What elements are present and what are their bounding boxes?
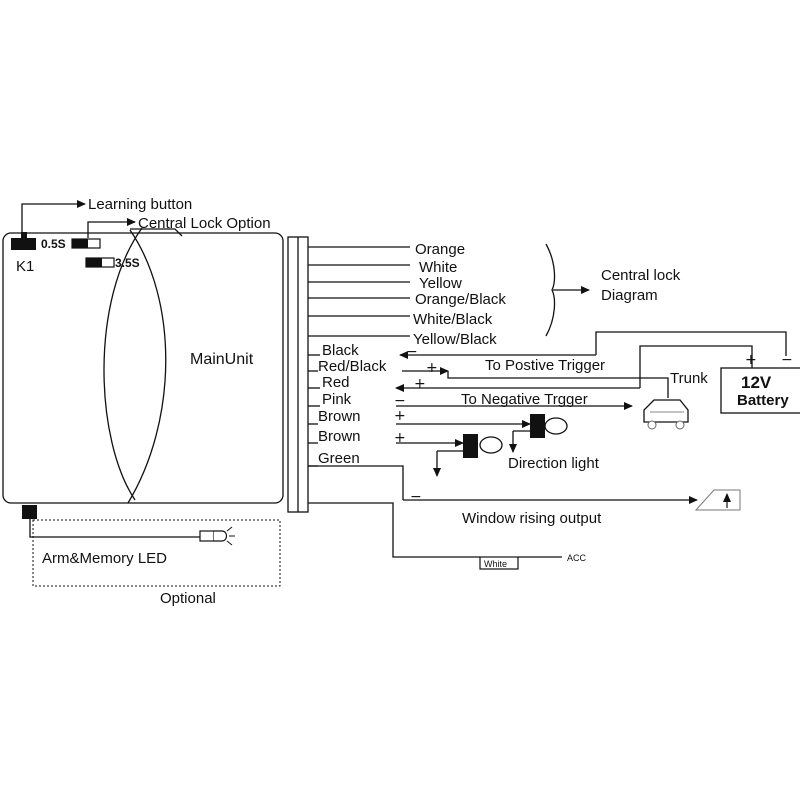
- pink-wire: Pink − To Negative Trgger: [308, 391, 633, 410]
- wire-label-pink: Pink: [322, 391, 352, 408]
- acc-label: ACC: [567, 553, 587, 563]
- battery-voltage: 12V: [741, 373, 772, 392]
- acc-wire: White ACC: [308, 502, 587, 570]
- central-lock-brace: [545, 243, 556, 337]
- brown-wire-1: Brown +: [308, 408, 568, 453]
- wire-connector: [287, 236, 309, 513]
- optional-box: [32, 519, 281, 587]
- green-polarity: −: [410, 489, 422, 505]
- main-unit: MainUnit: [2, 227, 284, 504]
- wire-label-white-black: White/Black: [413, 311, 493, 328]
- switch-0-5s[interactable]: [72, 239, 88, 248]
- direction-light-bulb-1: [530, 414, 545, 438]
- direction-light-label: Direction light: [508, 455, 600, 472]
- wire-label-red: Red: [322, 374, 350, 391]
- k1-button[interactable]: [11, 238, 36, 250]
- led-section: Arm&Memory LED Optional: [22, 505, 281, 607]
- central-lock-diagram-line1: Central lock: [601, 267, 681, 284]
- red-wire: Red +: [308, 345, 753, 392]
- wire-label-white: White: [419, 259, 457, 276]
- brown-2-polarity: +: [394, 430, 406, 446]
- wire-label-brown-2: Brown: [318, 428, 361, 445]
- led-connector: [22, 505, 37, 519]
- black-wire: Black −: [308, 331, 787, 360]
- optional-label: Optional: [160, 590, 216, 607]
- central-lock-option-label: Central Lock Option: [138, 215, 271, 232]
- wire-label-yellow: Yellow: [419, 275, 462, 292]
- switch-3-5s-label: 3.5S: [115, 256, 140, 270]
- learning-button-label: Learning button: [88, 196, 192, 213]
- window-rising-label: Window rising output: [462, 510, 602, 527]
- main-unit-label: MainUnit: [190, 351, 254, 368]
- direction-light-bulb-2: [463, 434, 478, 458]
- battery-minus: −: [781, 352, 793, 368]
- wire-label-green: Green: [318, 450, 360, 467]
- wire-label-yellow-black: Yellow/Black: [413, 331, 497, 348]
- central-lock-diagram-line2: Diagram: [601, 287, 658, 304]
- red-black-polarity: +: [426, 360, 438, 376]
- battery-plus: +: [745, 352, 757, 368]
- led-label: Arm&Memory LED: [42, 550, 167, 567]
- switch-3-5s[interactable]: [86, 258, 102, 267]
- trunk-label: Trunk: [670, 370, 708, 387]
- negative-trigger-label: To Negative Trgger: [461, 391, 588, 408]
- central-lock-option-switches: 0.5S 3.5S Central Lock Option: [41, 215, 271, 270]
- k1-label: K1: [16, 258, 34, 275]
- learning-button-assembly: K1 Learning button: [11, 196, 192, 275]
- battery-label: Battery: [737, 392, 789, 409]
- acc-wire-tag: [479, 556, 519, 570]
- battery: 12V Battery + −: [720, 352, 800, 414]
- switch-0-5s-label: 0.5S: [41, 237, 66, 251]
- wire-label-orange: Orange: [415, 241, 465, 258]
- central-lock-wires: Orange White Yellow Orange/Black White/B…: [308, 241, 681, 348]
- wire-label-brown-1: Brown: [318, 408, 361, 425]
- car-trunk-icon: [643, 399, 689, 430]
- acc-wire-label: White: [484, 559, 507, 569]
- red-polarity: +: [414, 376, 426, 392]
- positive-trigger-label: To Postive Trigger: [485, 357, 605, 374]
- brown-1-polarity: +: [394, 408, 406, 424]
- pink-polarity: −: [394, 393, 406, 409]
- wire-label-black: Black: [322, 342, 359, 359]
- led-bulb-icon: [214, 530, 228, 542]
- brown-wire-2: Brown + Direction light: [308, 428, 600, 477]
- window-motor-icon: [694, 489, 741, 511]
- black-polarity: −: [406, 344, 418, 360]
- wire-label-red-black: Red/Black: [318, 358, 387, 375]
- wire-label-orange-black: Orange/Black: [415, 291, 506, 308]
- green-wire: Green − Window rising output: [308, 450, 741, 527]
- red-black-wire: Red/Black + To Postive Trigger Trunk: [308, 357, 708, 398]
